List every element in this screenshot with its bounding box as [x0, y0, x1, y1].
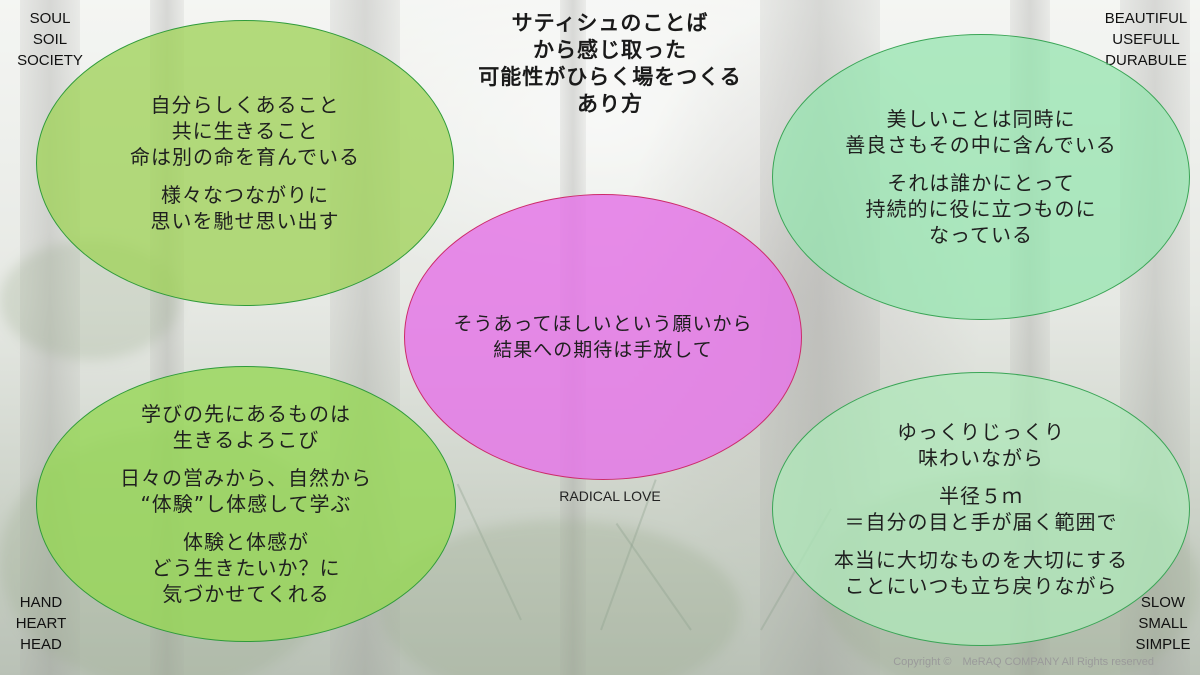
- corner-label-hand-heart-head: HAND HEART HEAD: [10, 592, 72, 655]
- corner-word: SOUL: [29, 10, 71, 27]
- ellipse-learning-joy: 学びの先にあるものは 生きるよろこび 日々の営みから、自然から “体験”し体感し…: [36, 366, 456, 642]
- ellipse-text: 本当に大切なものを大切にする ことにいつも立ち戻りながら: [833, 548, 1129, 598]
- ellipse-text: 学びの先にあるものは 生きるよろこび: [141, 402, 351, 452]
- ellipse-text: 様々なつながりに 思いを馳せ思い出す: [150, 183, 340, 233]
- ellipse-text: 美しいことは同時に 善良さもその中に含んでいる: [845, 107, 1117, 157]
- corner-word: SOCIETY: [17, 52, 83, 69]
- corner-word: SMALL: [1138, 615, 1188, 632]
- ellipse-beauty-and-usefulness: 美しいことは同時に 善良さもその中に含んでいる それは誰かにとって 持続的に役に…: [772, 34, 1190, 320]
- corner-word: HEART: [15, 615, 67, 632]
- ellipse-text: そうあってほしいという願いから 結果への期待は手放して: [453, 313, 753, 361]
- ellipse-text: 体験と体感が どう生きたいか？に 気づかせてくれる: [151, 530, 341, 606]
- corner-word: SOIL: [32, 31, 68, 48]
- corner-word: DURABULE: [1105, 52, 1187, 69]
- copyright-notice: Copyright © MeRAQ COMPANY All Rights res…: [893, 656, 1154, 668]
- ellipse-text: 日々の営みから、自然から “体験”し体感して学ぶ: [120, 466, 372, 516]
- ellipse-self-and-connection: 自分らしくあること 共に生きること 命は別の命を育んでいる 様々なつながりに 思…: [36, 20, 454, 306]
- page-title: サティシュのことば から感じ取った 可能性がひらく場をつくる あり方: [478, 11, 742, 116]
- ellipse-text: 半径５ｍ ＝自分の目と手が届く範囲で: [844, 484, 1118, 534]
- radical-love-caption: RADICAL LOVE: [559, 488, 661, 504]
- corner-label-slow-small-simple: SLOW SMALL SIMPLE: [1130, 592, 1196, 655]
- ellipse-text: ゆっくりじっくり 味わいながら: [897, 420, 1065, 470]
- ellipse-slow-small-simple: ゆっくりじっくり 味わいながら 半径５ｍ ＝自分の目と手が届く範囲で 本当に大切…: [772, 372, 1190, 646]
- corner-word: HAND: [19, 594, 63, 611]
- corner-label-beautiful-useful-durable: BEAUTIFUL USEFULL DURABULE: [1098, 8, 1194, 71]
- ellipse-text: それは誰かにとって 持続的に役に立つものに なっている: [865, 171, 1097, 247]
- corner-word: SLOW: [1140, 594, 1186, 611]
- ellipse-radical-love: そうあってほしいという願いから 結果への期待は手放して: [404, 194, 802, 480]
- corner-word: SIMPLE: [1135, 636, 1191, 653]
- ellipse-text: 自分らしくあること 共に生きること 命は別の命を育んでいる: [130, 93, 360, 169]
- corner-label-soul-soil-society: SOUL SOIL SOCIETY: [12, 8, 88, 71]
- corner-word: USEFULL: [1112, 31, 1180, 48]
- corner-word: HEAD: [20, 636, 62, 653]
- corner-word: BEAUTIFUL: [1104, 10, 1188, 27]
